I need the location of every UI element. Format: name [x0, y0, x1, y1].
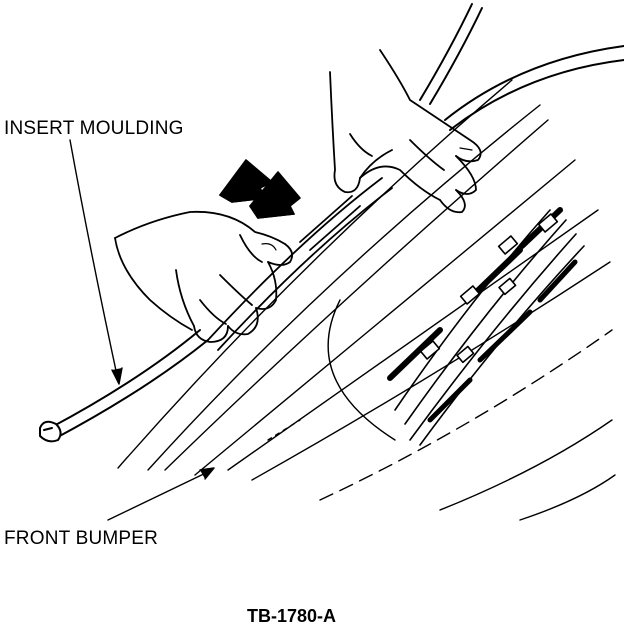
insert-moulding-strip	[39, 329, 209, 443]
left-hand	[114, 210, 294, 343]
front-bumper-label: FRONT BUMPER	[4, 528, 159, 549]
moulding-channel	[207, 177, 393, 351]
moulding-lifted-end	[419, 3, 624, 131]
bumper-contour-lines	[117, 79, 616, 521]
insert-moulding-label: INSERT MOULDING	[4, 118, 184, 139]
double-arrow-icon	[219, 159, 301, 219]
right-hand	[329, 49, 482, 214]
grille-slots	[387, 207, 585, 446]
leader-front-bumper	[107, 467, 215, 521]
leader-insert-moulding	[69, 139, 123, 385]
figure-id: TB-1780-A	[247, 606, 337, 626]
